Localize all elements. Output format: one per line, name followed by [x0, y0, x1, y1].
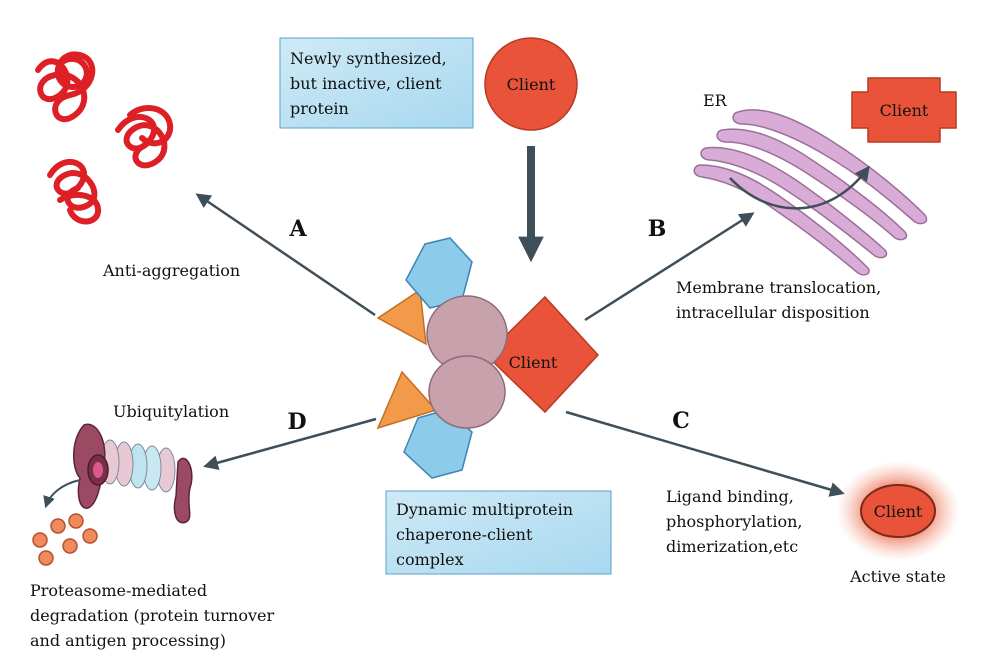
chaperone-mauve-lower — [428, 355, 506, 429]
arrow-c — [565, 410, 845, 497]
path-c-line-1: Ligand binding, — [666, 487, 794, 506]
active-state-label: Active state — [849, 567, 946, 586]
path-c-line-2: phosphorylation, — [666, 512, 802, 531]
translocated-client-label: Client — [880, 101, 929, 120]
bottom-info-box: Dynamic multiprotein chaperone-client co… — [385, 490, 612, 575]
er-label: ER — [703, 91, 728, 110]
letter-c: C — [672, 408, 690, 434]
letter-d: D — [287, 409, 306, 435]
path-b-line-1: Membrane translocation, — [676, 278, 881, 297]
aggregate-tangles — [35, 51, 174, 225]
arrow-b — [584, 212, 755, 322]
bottom-box-line-1: Dynamic multiprotein — [396, 500, 573, 519]
translocated-client: Client — [851, 77, 957, 143]
bottom-box-line-3: complex — [396, 550, 464, 569]
chaperone-orange-upper — [376, 288, 427, 346]
top-info-box: Newly synthesized, but inactive, client … — [279, 37, 474, 129]
letter-a: A — [288, 216, 307, 242]
inactive-client-label: Client — [507, 75, 556, 94]
path-d-line-2: degradation (protein turnover — [30, 606, 274, 625]
top-box-line-2: but inactive, client — [290, 74, 442, 93]
path-d-line-3: and antigen processing) — [30, 631, 226, 650]
top-box-line-3: protein — [290, 99, 349, 118]
arrow-d — [203, 417, 377, 471]
arrow-a — [195, 193, 376, 317]
active-client-label: Client — [874, 502, 923, 521]
chaperone-complex: Client — [376, 237, 600, 479]
path-b-line-2: intracellular disposition — [676, 303, 870, 322]
proteasome — [73, 423, 193, 524]
er-membrane — [693, 109, 928, 276]
degradation-arrow — [43, 479, 81, 509]
active-client: Client — [836, 461, 960, 561]
complex-client-label: Client — [509, 353, 558, 372]
path-d-line-1: Proteasome-mediated — [30, 581, 207, 600]
anti-aggregation-label: Anti-aggregation — [102, 261, 240, 280]
path-c-line-3: dimerization,etc — [666, 537, 798, 556]
bottom-box-line-2: chaperone-client — [396, 525, 533, 544]
top-box-line-1: Newly synthesized, — [290, 49, 447, 68]
er-transit-arrow — [729, 165, 870, 210]
peptide-fragments — [32, 513, 98, 566]
inactive-client-circle: Client — [484, 37, 578, 131]
letter-b: B — [648, 216, 667, 242]
chaperone-orange-lower — [376, 370, 438, 430]
ubiquitylation-label: Ubiquitylation — [113, 402, 229, 421]
